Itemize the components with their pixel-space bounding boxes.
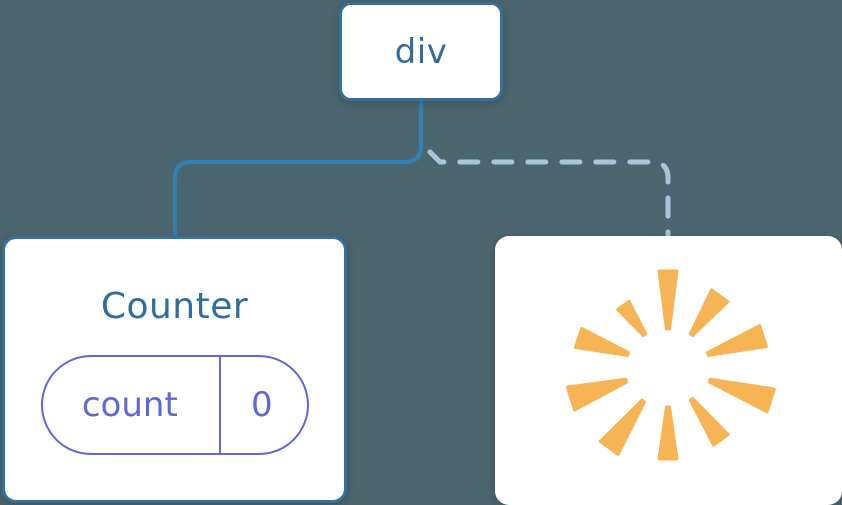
sparkle-ray — [657, 269, 679, 331]
state-pill-key: count — [81, 385, 178, 425]
edge-div-counter — [173, 99, 423, 238]
sparkle-ray — [598, 398, 646, 456]
sparkle-ray — [616, 299, 648, 337]
sparkle-ray — [706, 324, 768, 357]
sparkle-ray — [688, 288, 730, 337]
node-counter[interactable]: Counter count 0 — [2, 236, 347, 503]
node-burst[interactable] — [495, 236, 842, 505]
state-pill-divider — [218, 357, 221, 453]
node-div[interactable]: div — [339, 2, 503, 101]
node-div-label: div — [394, 31, 448, 72]
sparkle-ray — [574, 326, 630, 357]
sparkle-ray — [688, 397, 730, 447]
sparkle-ray — [707, 377, 776, 414]
state-pill-value: 0 — [251, 385, 273, 425]
sparkle-ray — [657, 405, 679, 461]
sparkle-ray — [565, 377, 629, 412]
edge-div-burst — [427, 149, 671, 239]
sparkle-burst-icon — [565, 269, 776, 461]
state-pill-count[interactable]: count 0 — [40, 355, 309, 455]
node-counter-label: Counter — [100, 286, 249, 327]
